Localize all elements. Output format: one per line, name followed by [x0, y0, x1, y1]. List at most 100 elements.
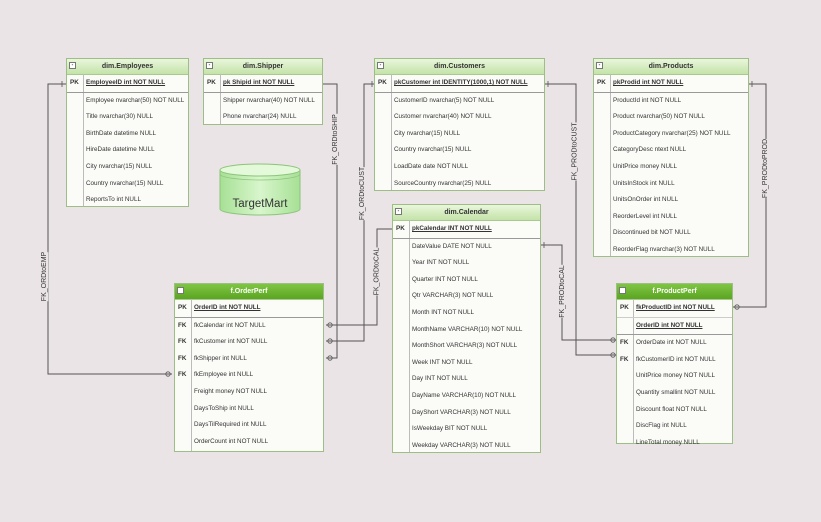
- column-divider: [391, 74, 392, 190]
- field-text: fkCalendar int NOT NULL: [194, 321, 266, 329]
- field-row: MonthName VARCHAR(10) NOT NULL: [393, 322, 540, 339]
- field-row: LineTotal money NULL: [617, 435, 732, 452]
- pk-field: pkProdid int NOT NULL: [613, 79, 684, 86]
- field-text: ProductId int NOT NULL: [613, 96, 682, 104]
- fk-label-ord-emp: FK_ORDtoEMP: [41, 251, 49, 302]
- field-text: LineTotal money NULL: [636, 438, 700, 446]
- pk-label: PK: [70, 79, 79, 86]
- field-text: IsWeekday BIT NOT NULL: [412, 425, 488, 433]
- table-header[interactable]: -dim.Employees: [67, 59, 188, 75]
- table-title: f.OrderPerf: [230, 288, 268, 295]
- field-row: SourceCountry nvarchar(25) NULL: [375, 176, 544, 193]
- key-label: FK: [178, 321, 187, 329]
- field-row: CustomerID nvarchar(5) NOT NULL: [375, 93, 544, 110]
- database-icon: [219, 163, 301, 216]
- collapse-icon[interactable]: -: [395, 208, 402, 215]
- collapse-icon[interactable]: -: [206, 62, 213, 69]
- field-row: Phone nvarchar(24) NULL: [204, 109, 322, 126]
- field-text: fkCustomer int NOT NULL: [194, 338, 268, 346]
- table-header[interactable]: - dim.Customers: [375, 59, 544, 75]
- table-header[interactable]: -dim.Products: [594, 59, 748, 75]
- database-title: TargetMart: [232, 198, 288, 210]
- field-text: HireDate datetime NULL: [86, 146, 155, 154]
- field-text: Weekday VARCHAR(3) NOT NULL: [412, 441, 511, 449]
- collapse-icon[interactable]: -: [177, 287, 184, 294]
- table-header[interactable]: -f.ProductPerf: [617, 284, 732, 300]
- field-row: Discontinued bit NOT NULL: [594, 225, 748, 242]
- field-row: Country nvarchar(15) NULL: [375, 142, 544, 159]
- field-row: ReorderFlag nvarchar(3) NOT NULL: [594, 242, 748, 259]
- column-divider: [83, 74, 84, 206]
- field-row: Employee nvarchar(50) NOT NULL: [67, 93, 188, 110]
- pk-label: PK: [207, 79, 216, 86]
- field-row: LoadDate date NOT NULL: [375, 159, 544, 176]
- field-text: Year INT NOT NULL: [412, 259, 470, 267]
- fk-label-ord-cal: FK_ORDtoCAL: [373, 247, 381, 296]
- field-row: Year INT NOT NULL: [393, 255, 540, 272]
- connector-prod-cal: [541, 244, 617, 341]
- field-text: MonthShort VARCHAR(3) NOT NULL: [412, 342, 518, 350]
- table-f-productperf[interactable]: -f.ProductPerf PK fkProductID int NOT NUL…: [616, 283, 733, 446]
- fk-label-ord-ship: FK_ORDtoSHIP: [331, 114, 339, 165]
- field-row: ReportsTo int NULL: [67, 192, 188, 209]
- field-row: ProductCategory nvarchar(25) NOT NULL: [594, 126, 748, 143]
- key-label: FK: [178, 338, 187, 346]
- table-header[interactable]: -dim.Calendar: [393, 205, 540, 221]
- field-text: Month INT NOT NULL: [412, 308, 475, 316]
- field-text: DaysTilRequired int NULL: [194, 421, 267, 429]
- collapse-icon[interactable]: -: [596, 62, 603, 69]
- pk-field: fkProductID int NOT NULL: [636, 304, 715, 311]
- field-text: Customer nvarchar(40) NOT NULL: [394, 113, 492, 121]
- field-row: DiscFlag int NULL: [617, 418, 732, 435]
- field-text: Freight money NOT NULL: [194, 387, 268, 395]
- fk-label-prod-cal: FK_PRODtoCAL: [558, 265, 566, 318]
- table-header[interactable]: - f.OrderPerf: [175, 284, 323, 300]
- field-text: Phone nvarchar(24) NULL: [223, 113, 297, 121]
- field-row: Freight money NOT NULL: [175, 384, 323, 401]
- pk-label: PK: [396, 225, 405, 232]
- pk-row: PK fkProductID int NOT NULL: [617, 300, 732, 318]
- field-row: MonthShort VARCHAR(3) NOT NULL: [393, 338, 540, 355]
- fk-label-prod-prod: FK_PRODtoPROD: [762, 138, 770, 199]
- field-text: OrderCount int NOT NULL: [194, 437, 269, 445]
- field-row: City nvarchar(15) NULL: [375, 126, 544, 143]
- field-row: HireDate datetime NULL: [67, 142, 188, 159]
- field-text: DayName VARCHAR(10) NOT NULL: [412, 391, 517, 399]
- field-text: UnitPrice money NOT NULL: [636, 372, 715, 380]
- collapse-icon[interactable]: -: [69, 62, 76, 69]
- key-label: FK: [620, 339, 629, 347]
- collapse-icon[interactable]: -: [619, 287, 626, 294]
- table-header[interactable]: -dim.Shipper: [204, 59, 322, 75]
- field-row: Weekday VARCHAR(3) NOT NULL: [393, 438, 540, 455]
- field-text: UnitsOnOrder int NULL: [613, 196, 679, 204]
- field-text: SourceCountry nvarchar(25) NULL: [394, 179, 492, 187]
- field-row: UnitsInStock int NULL: [594, 176, 748, 193]
- field-text: ReorderFlag nvarchar(3) NOT NULL: [613, 245, 715, 253]
- field-row: Qtr VARCHAR(3) NOT NULL: [393, 288, 540, 305]
- pk-field: pkCustomer int IDENTITY(1000,1) NOT NULL: [394, 79, 528, 86]
- field-row: Month INT NOT NULL: [393, 305, 540, 322]
- field-text: Discount float NOT NULL: [636, 405, 707, 413]
- collapse-icon[interactable]: -: [377, 62, 384, 69]
- field-text: DayShort VARCHAR(3) NOT NULL: [412, 408, 511, 416]
- field-row: Shipper nvarchar(40) NOT NULL: [204, 93, 322, 110]
- field-row: DateValue DATE NOT NULL: [393, 239, 540, 256]
- pk-label: PK: [620, 304, 629, 311]
- field-text: Discontinued bit NOT NULL: [613, 229, 691, 237]
- column-divider: [409, 220, 410, 452]
- field-row: Quarter INT NOT NULL: [393, 272, 540, 289]
- field-text: CategoryDesc ntext NULL: [613, 146, 687, 154]
- connector-prod-cust: [545, 83, 617, 356]
- field-row: DayName VARCHAR(10) NOT NULL: [393, 388, 540, 405]
- table-title: dim.Customers: [434, 63, 485, 70]
